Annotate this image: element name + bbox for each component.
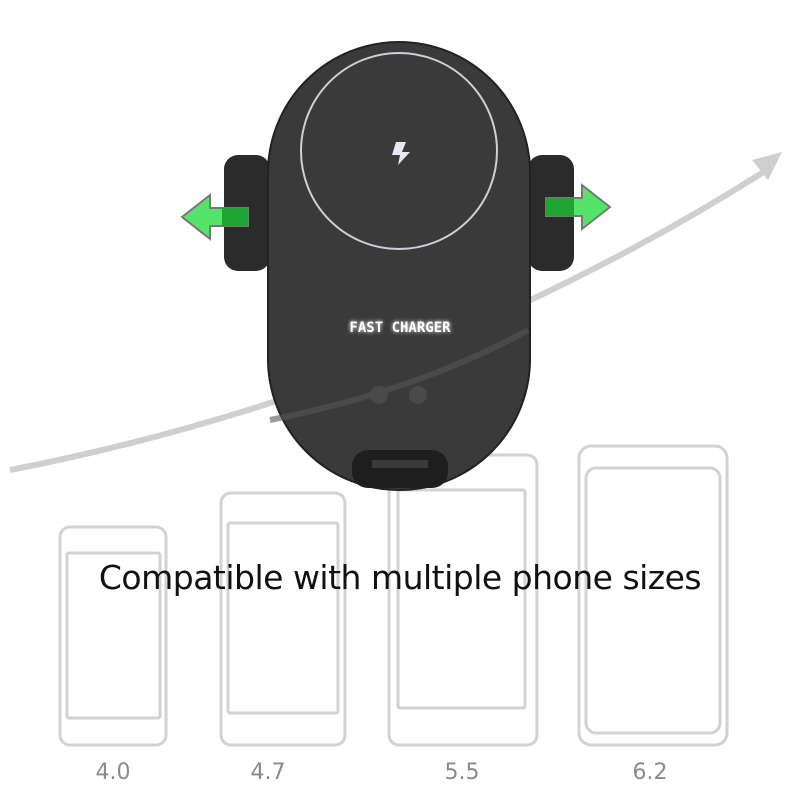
bottom-clamp: [352, 450, 448, 488]
arrow-left-icon: [180, 192, 249, 242]
phone-size-label: 6.2: [632, 760, 668, 785]
phone-outline-5-5: [387, 453, 539, 747]
sensor-icon: [409, 386, 427, 404]
caption: Compatible with multiple phone sizes: [98, 558, 702, 597]
charger: [224, 41, 574, 491]
fast-charger-label: FAST CHARGER: [349, 320, 451, 336]
phone-outline-4-7: [219, 491, 347, 747]
charging-coil-ring: [300, 52, 498, 250]
phone-outline-6-2: [577, 444, 729, 747]
sensor-icon: [370, 386, 388, 404]
phone-size-label: 4.7: [250, 760, 286, 785]
phone-outline-4-0: [58, 525, 168, 747]
phone-size-label: 4.0: [95, 760, 131, 785]
lightning-bolt-icon: [392, 142, 410, 165]
phone-size-label: 5.5: [444, 760, 480, 785]
arrow-right-icon: [545, 182, 612, 232]
